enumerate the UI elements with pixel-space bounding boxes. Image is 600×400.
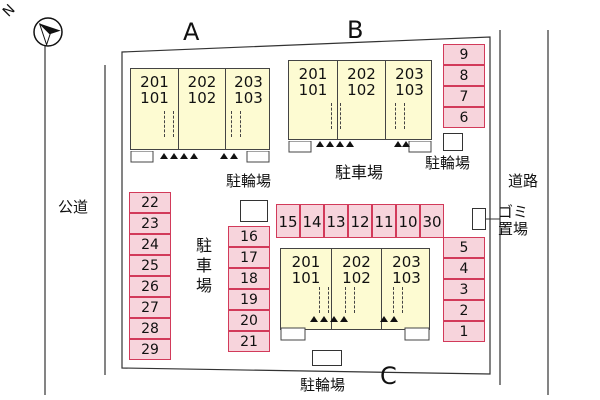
unit: 202 102 [178,69,225,149]
building-c: 201 101 202 102 203 103 [280,248,430,330]
parking-space: 27 [129,297,171,318]
staircase [331,103,341,129]
parking-space: 8 [443,65,485,86]
parking-space: 5 [443,237,485,258]
parking-space: 14 [300,204,324,238]
staircase [345,287,355,313]
parking-space: 3 [443,279,485,300]
parking-space: 18 [228,268,270,289]
building-a-label: A [183,18,200,46]
parking-space: 17 [228,247,270,268]
parking-space: 1 [443,321,485,342]
parking-space: 6 [443,107,485,128]
bicycle-parking-top-right-label: 駐輪場 [425,154,471,172]
unit-lower: 102 [187,89,217,107]
building-a: 201 101 202 102 203 103 [130,68,270,150]
staircase [164,111,174,137]
building-c-label: C [380,362,397,390]
parking-space: 9 [443,44,485,65]
unit-lower: 101 [298,81,328,99]
bicycle-parking-bottom [312,350,342,366]
parking-space: 28 [129,318,171,339]
unit: 201 101 [131,69,178,149]
parking-center-label: 駐車場 [335,163,384,182]
unit-lower: 102 [347,81,376,99]
unit: 203 103 [381,249,431,329]
parking-left-label: 駐 車 場 [196,236,213,295]
unit-lower: 103 [392,269,421,287]
parking-space: 24 [129,234,171,255]
parking-space: 15 [276,204,300,238]
bicycle-parking-left [240,200,268,222]
parking-space: 25 [129,255,171,276]
unit-lower: 101 [140,89,169,107]
building-b: 201 101 202 102 203 103 [288,60,432,140]
staircase [395,103,405,129]
parking-group-center-row: 15 14 13 12 11 10 30 [276,200,444,242]
unit-upper: 203 [234,73,263,91]
north-arrow-icon: N [0,2,68,50]
parking-space: 22 [129,192,171,213]
parking-space: 2 [443,300,485,321]
parking-group-top-right: 9 8 7 6 [443,44,485,128]
unit-lower: 103 [234,89,263,107]
parking-space: 29 [129,339,171,360]
unit-lower: 101 [291,269,321,287]
parking-space: 21 [228,331,270,352]
staircase [393,287,403,313]
bicycle-parking-left-label: 駐輪場 [226,172,272,190]
parking-space: 30 [420,204,444,238]
parking-space: 20 [228,310,270,331]
unit-upper: 202 [342,253,371,271]
bicycle-parking-bottom-label: 駐輪場 [300,376,346,394]
garbage-label-2: 置場 [498,220,529,238]
unit: 201 101 [289,61,337,139]
parking-group-left-inner: 16 17 18 19 20 21 [228,226,270,352]
unit: 201 101 [281,249,331,329]
road-label: 道路 [508,172,539,190]
staircase [231,111,241,137]
parking-space: 13 [324,204,348,238]
parking-space: 11 [372,204,396,238]
building-b-label: B [347,16,364,44]
building-a-entrance [130,148,270,163]
unit-upper: 203 [395,65,424,83]
parking-space: 10 [396,204,420,238]
unit: 203 103 [385,61,433,139]
unit-lower: 103 [395,81,424,99]
garbage-leader-line [486,218,500,220]
parking-space: 16 [228,226,270,247]
unit-upper: 203 [392,253,421,271]
unit-upper: 202 [347,65,376,83]
unit-upper: 201 [140,73,169,91]
parking-space: 7 [443,86,485,107]
unit: 202 102 [337,61,385,139]
building-b-entrance [288,138,432,153]
parking-group-left-outer: 22 23 24 25 26 27 28 29 [129,192,171,360]
parking-space: 26 [129,276,171,297]
unit: 202 102 [331,249,381,329]
building-c-entrance [280,312,430,342]
public-road-label: 公道 [58,198,89,216]
bicycle-parking-top-right [443,133,463,151]
parking-space: 12 [348,204,372,238]
unit-lower: 102 [342,269,371,287]
parking-space: 4 [443,258,485,279]
parking-space: 19 [228,289,270,310]
unit-upper: 201 [291,253,321,271]
unit-upper: 201 [298,65,328,83]
unit-upper: 202 [187,73,217,91]
garbage-label-1: ゴミ [498,203,529,221]
staircase [319,287,329,313]
unit: 203 103 [225,69,271,149]
garbage-station [472,208,486,230]
parking-space: 23 [129,213,171,234]
parking-group-right: 5 4 3 2 1 [443,237,485,342]
